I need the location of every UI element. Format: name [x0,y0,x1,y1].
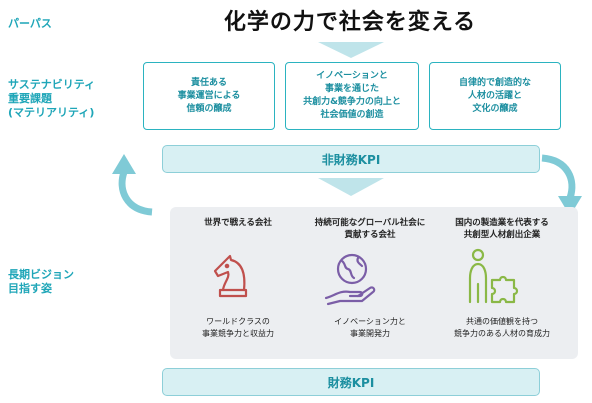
materiality-label-line3: (マテリアリティ) [8,106,95,119]
vision-3-description: 共通の価値観を持つ 競争力のある人材の育成力 [437,316,567,340]
vision-label: 長期ビジョン 目指す姿 [8,268,74,296]
materiality-box-3-line: 文化の醸成 [472,103,518,114]
vision-1-heading-line: 世界で戦える会社 [204,218,272,228]
vision-2-description-line: イノベーション力と [334,317,406,326]
materiality-box-1-line: 信頼の醸成 [186,103,232,114]
vision-3-heading-line: 国内の製造業を代表する [455,218,549,228]
materiality-label-line1: サステナビリティ [8,78,96,91]
cycle-arrow-left-icon [112,154,153,216]
chess-knight-icon [213,254,248,298]
materiality-box-2-line: 社会価値の創造 [320,110,384,120]
vision-1-heading: 世界で戦える会社 [173,217,303,229]
vision-panel [170,207,578,359]
materiality-box-1-line: 責任ある [190,77,227,88]
vision-2-description-line: 事業開発力 [350,329,390,338]
materiality-box-2-line: イノベーションと [316,71,388,81]
non-financial-kpi-bar: 非財務KPI [162,145,540,173]
materiality-box-1-line: 事業運営による [177,90,241,101]
vision-2-description: イノベーション力と 事業開発力 [305,316,435,340]
vision-label-line1: 長期ビジョン [8,268,74,281]
vision-3-heading: 国内の製造業を代表する 共創型人材創出企業 [432,217,572,241]
purpose-label: パーパス [8,17,52,30]
vision-1-description-line: ワールドクラスの [206,317,270,326]
non-financial-kpi-label: 非財務KPI [321,152,381,167]
vision-3-description-line: 共通の価値観を持つ [466,317,538,326]
vision-label-line2: 目指す姿 [8,282,52,295]
financial-kpi-label: 財務KPI [327,375,375,390]
vision-2-heading-line: 貢献する会社 [344,230,396,240]
vision-3-description-line: 競争力のある人材の育成力 [454,329,550,338]
down-arrow-icon [318,178,384,196]
vision-3-heading-line: 共創型人材創出企業 [463,230,541,240]
vision-2-heading-line: 持続可能なグローバル社会に [314,218,426,228]
materiality-box-3: 自律的で創造的な 人材の活躍と 文化の醸成 [429,62,561,130]
vision-2-heading: 持続可能なグローバル社会に 貢献する会社 [300,217,440,241]
person-puzzle-icon [468,248,519,304]
globe-in-hand-icon [324,253,376,306]
materiality-label-line2: 重要課題 [8,92,52,105]
purpose-title: 化学の力で社会を変える [223,10,477,35]
materiality-box-3-line: 自律的で創造的な [458,77,531,88]
cycle-arrow-right-icon [541,154,582,216]
vision-1-description-line: 事業競争力と収益力 [202,329,274,338]
materiality-box-2: イノベーションと 事業を通じた 共創力&競争力の向上と 社会価値の創造 [285,62,419,130]
financial-kpi-bar: 財務KPI [162,368,540,396]
materiality-box-2-line: 事業を通じた [324,84,379,94]
materiality-box-1: 責任ある 事業運営による 信頼の醸成 [143,62,275,130]
materiality-label: サステナビリティ 重要課題 (マテリアリティ) [8,78,95,120]
down-arrow-icon [318,42,384,58]
materiality-box-2-line: 共創力&競争力の向上と [303,97,401,107]
materiality-box-3-line: 人材の活躍と [467,90,522,101]
vision-1-description: ワールドクラスの 事業競争力と収益力 [173,316,303,340]
